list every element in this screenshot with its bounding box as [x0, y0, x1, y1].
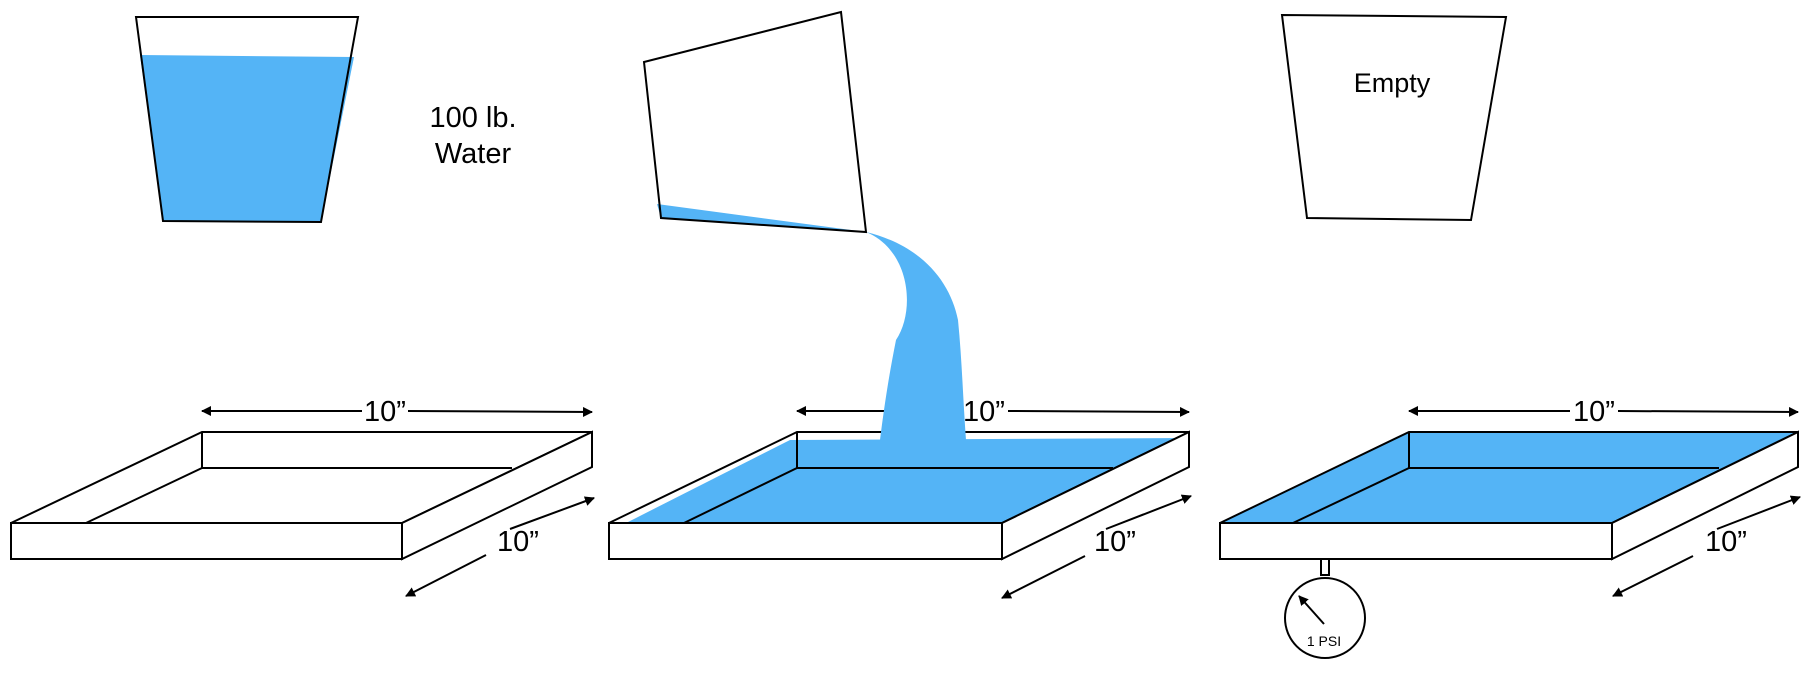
panel-full-bucket: 100 lb. Water 10” 10” — [10, 16, 595, 597]
full-tray — [1219, 430, 1799, 561]
tray-depth-dimension: 10” — [1001, 494, 1192, 599]
bucket-contents-label: Water — [435, 138, 512, 170]
tray-depth-label: 10” — [497, 526, 539, 558]
tray-width-label: 10” — [1573, 396, 1615, 428]
bucket-empty-label: Empty — [1354, 68, 1431, 98]
tray-width-label: 10” — [963, 396, 1005, 428]
tray-width-dimension: 10” — [201, 396, 593, 428]
panel-pouring: 10” 10” — [608, 10, 1192, 599]
tray-width-dimension: 10” — [1408, 396, 1799, 428]
water-stream — [866, 232, 966, 440]
full-bucket — [134, 16, 360, 224]
tilted-bucket — [642, 10, 868, 234]
bucket-weight-label: 100 lb. — [429, 102, 516, 134]
tray-front — [1219, 522, 1613, 560]
tray-front — [608, 522, 1003, 560]
empty-bucket: Empty — [1280, 13, 1508, 222]
bucket-outline — [134, 16, 360, 224]
empty-tray — [10, 430, 593, 561]
panel-empty-bucket: Empty 10” 10” 1 PSI — [1219, 13, 1801, 659]
tray-front — [10, 522, 403, 560]
tray-width-label: 10” — [364, 396, 406, 428]
tray-depth-dimension: 10” — [1612, 495, 1801, 597]
tray-depth-label: 10” — [1705, 526, 1747, 558]
gauge-stem — [1320, 558, 1330, 576]
tray-with-water — [608, 430, 1190, 561]
bucket-water — [140, 55, 354, 222]
tray-depth-dimension: 10” — [405, 496, 595, 597]
pressure-gauge: 1 PSI — [1284, 558, 1366, 659]
gauge-reading-label: 1 PSI — [1307, 633, 1341, 649]
tray-depth-label: 10” — [1094, 526, 1136, 558]
gauge-needle-icon — [1298, 595, 1325, 625]
bucket-outline — [1280, 13, 1508, 222]
bucket-water — [657, 204, 867, 232]
bucket-outline — [642, 10, 868, 234]
tray-water-surface — [1220, 432, 1798, 523]
